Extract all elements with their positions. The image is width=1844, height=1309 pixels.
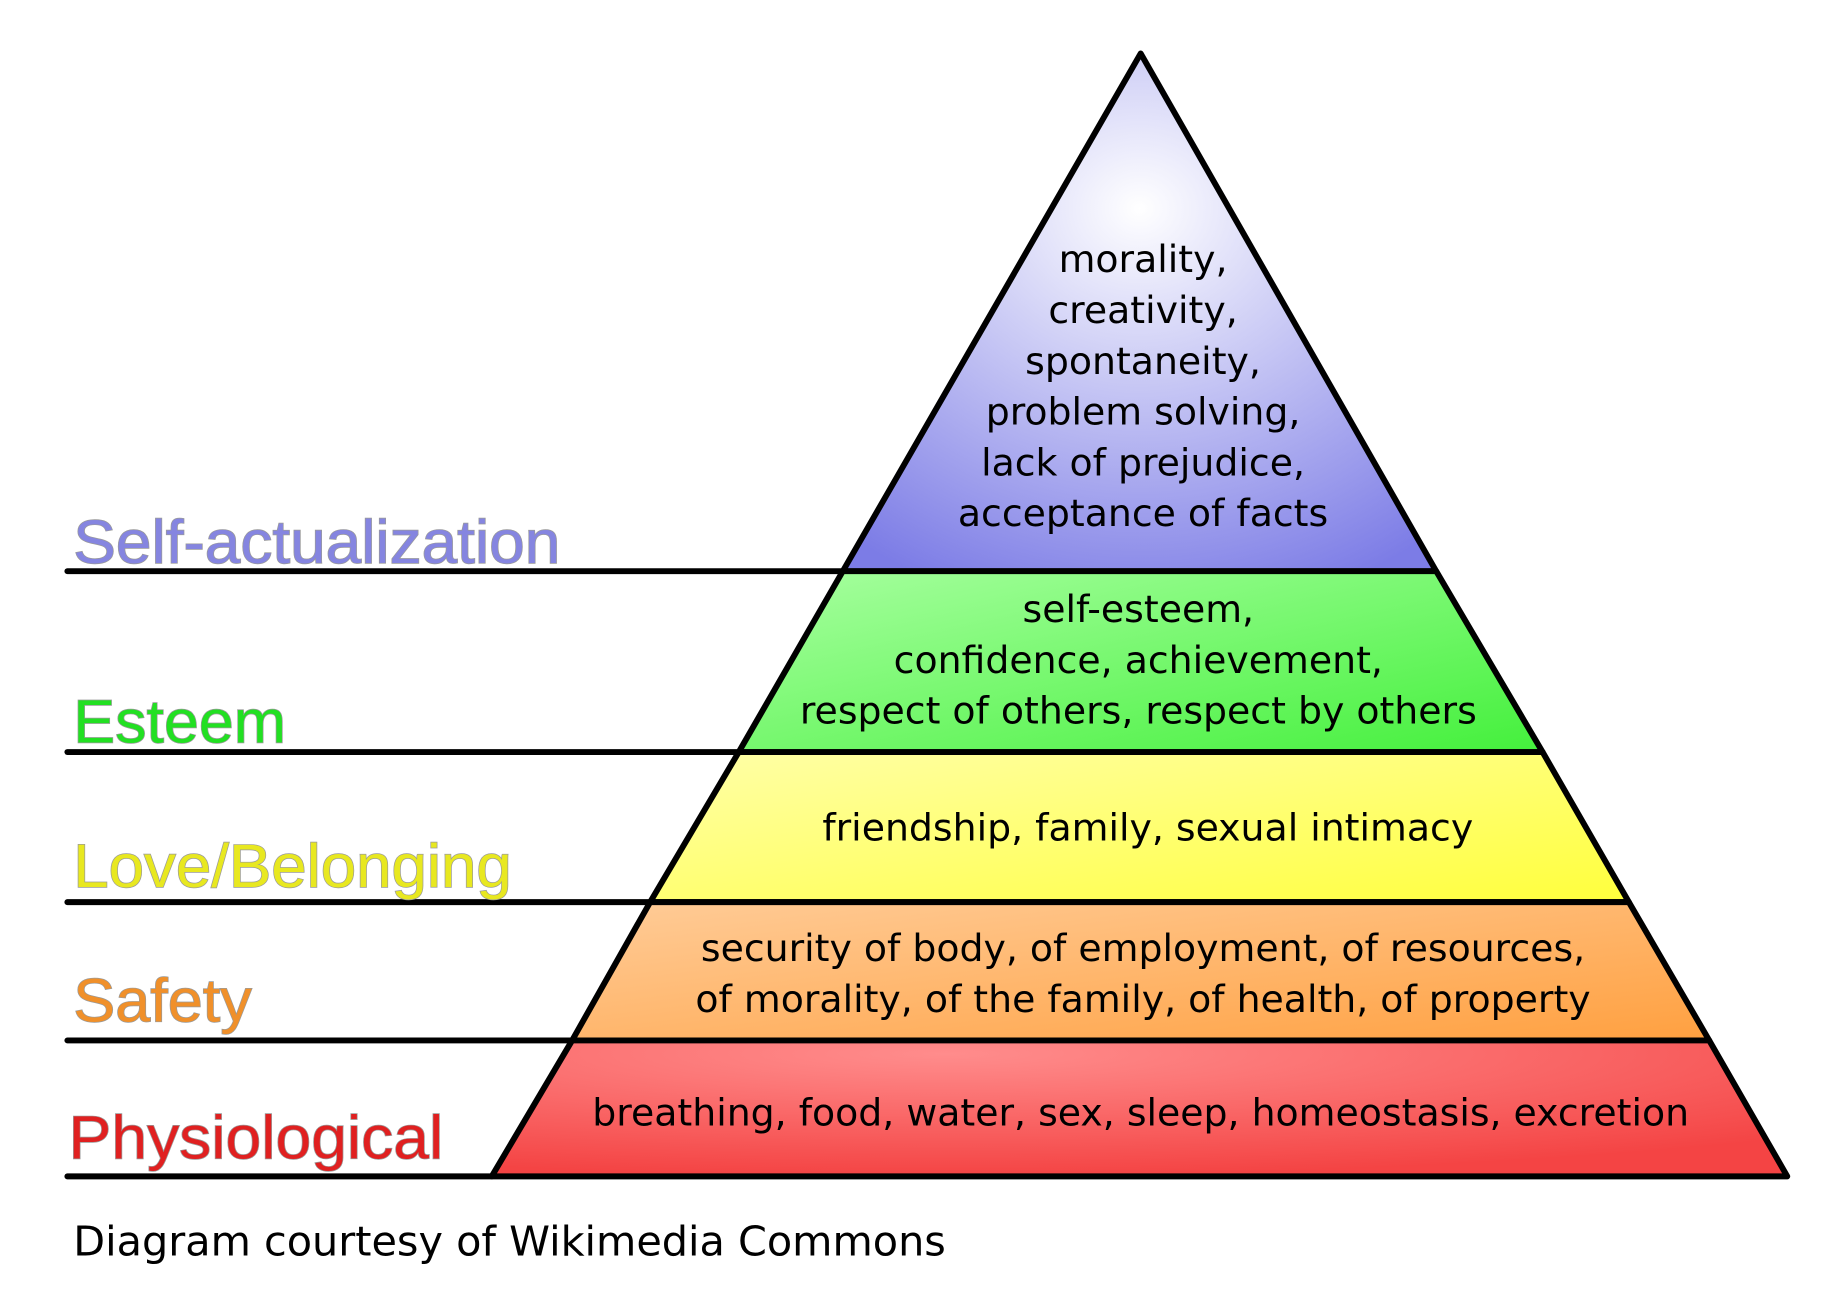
tier-text: confidence, achievement, [894,638,1383,682]
tier-text: self-esteem, [1023,587,1255,631]
level-label-safety: Safety [73,967,252,1036]
tier-text: creativity, [1048,288,1237,332]
tier-text: breathing, food, water, sex, sleep, home… [592,1091,1689,1135]
tier-physiological [488,1037,1791,1180]
tier-text: friendship, family, sexual intimacy [822,806,1473,850]
level-label-physiological: Physiological [69,1104,444,1173]
tier-text: acceptance of facts [958,491,1328,535]
level-label-esteem: Esteem [73,688,286,757]
tier-text: respect of others, respect by others [800,689,1477,733]
tier-text: security of body, of employment, of reso… [701,926,1585,970]
tier-text: of morality, of the family, of health, o… [695,977,1590,1021]
tier-text: lack of prejudice, [981,440,1305,484]
tier-text: morality, [1059,237,1228,281]
caption: Diagram courtesy of Wikimedia Commons [73,1218,946,1266]
tier-text: problem solving, [986,390,1301,434]
level-label-self-actualization: Self-actualization [73,508,560,577]
level-label-love-belonging: Love/Belonging [73,832,512,901]
tier-text: spontaneity, [1025,339,1261,383]
